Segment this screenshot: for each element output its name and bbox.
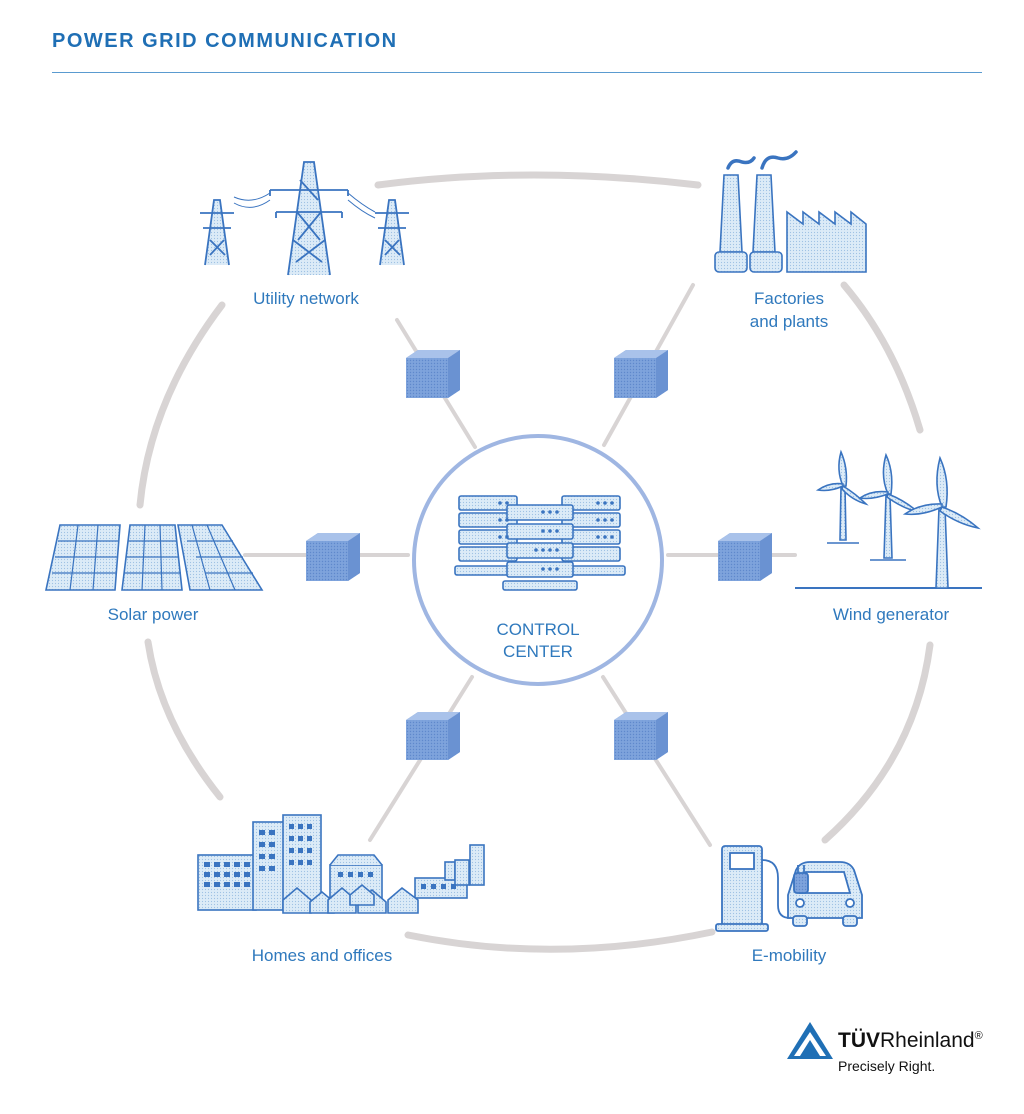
wind-generator-node: Wind generator bbox=[795, 449, 982, 624]
wind-turbine-icon bbox=[795, 449, 982, 589]
data-packet-wind bbox=[718, 533, 772, 581]
solar-grid-lines bbox=[52, 524, 253, 591]
data-packet-emobility bbox=[614, 712, 668, 760]
power-lines-icon bbox=[233, 192, 376, 219]
homes-and-offices-node: Homes and offices bbox=[197, 814, 485, 965]
outer-ring bbox=[136, 171, 934, 953]
data-packet-homes bbox=[406, 712, 460, 760]
factory-icon bbox=[714, 174, 867, 273]
server-rack-icon bbox=[454, 495, 626, 591]
registered-mark: ® bbox=[974, 1030, 983, 1042]
e-mobility-node: E-mobility bbox=[715, 845, 863, 965]
node-label: Homes and offices bbox=[252, 946, 392, 965]
control-center: CONTROL CENTER bbox=[412, 434, 664, 686]
factories-node: Factories and plants bbox=[714, 150, 867, 331]
node-label: Wind generator bbox=[833, 605, 950, 624]
page-title: POWER GRID COMMUNICATION bbox=[52, 30, 398, 52]
data-packet-solar bbox=[306, 533, 360, 581]
brand-rest: Rheinland bbox=[880, 1029, 975, 1052]
car-icon bbox=[787, 861, 863, 927]
tuv-logo-icon bbox=[787, 1022, 833, 1059]
node-label: Solar power bbox=[108, 605, 199, 624]
charging-station-icon bbox=[715, 845, 801, 932]
brand-logo-text: TÜVRheinland® bbox=[838, 1029, 983, 1053]
solar-power-node: Solar power bbox=[45, 524, 264, 624]
data-packet-utility bbox=[406, 350, 460, 398]
data-packet-factories bbox=[614, 350, 668, 398]
brand-tagline: Precisely Right. bbox=[838, 1058, 936, 1074]
building-windows bbox=[204, 824, 456, 889]
node-label: E-mobility bbox=[752, 946, 827, 965]
control-center-label-line2: CENTER bbox=[503, 642, 573, 661]
power-tower-icon bbox=[200, 161, 409, 276]
brand-bold: TÜV bbox=[838, 1029, 880, 1052]
smoke-icon bbox=[726, 150, 798, 170]
plug-icon bbox=[793, 865, 809, 894]
buildings-icon bbox=[197, 814, 485, 914]
node-label-line1: Factories bbox=[754, 289, 824, 308]
utility-network-node: Utility network bbox=[200, 161, 409, 308]
title-divider bbox=[52, 72, 982, 73]
node-label: Utility network bbox=[253, 289, 359, 308]
server-leds bbox=[498, 501, 614, 571]
node-label-line2: and plants bbox=[750, 312, 828, 331]
control-center-label-line1: CONTROL bbox=[496, 620, 579, 639]
